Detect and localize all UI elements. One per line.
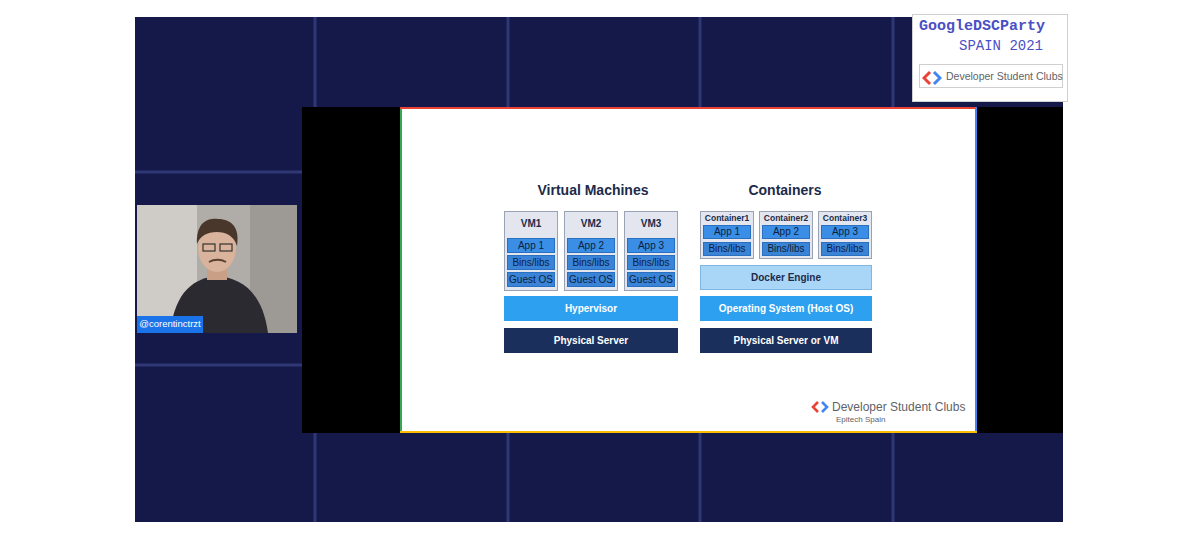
hypervisor-layer: Hypervisor xyxy=(504,296,678,321)
dsc-logo-icon xyxy=(810,400,830,414)
layer-label: Physical Server or VM xyxy=(733,335,838,347)
container-box: Container2App 2 Bins/libs xyxy=(759,211,813,259)
vm-box: VM2App 2 Bins/libsGuest OS xyxy=(564,211,618,291)
vm-box: VM1App 1 Bins/libsGuest OS xyxy=(504,211,558,291)
layer-label: Guest OS xyxy=(569,274,613,286)
app-layer: App 1 xyxy=(703,225,751,239)
layer-label: Docker Engine xyxy=(751,272,821,284)
app-layer: App 1 xyxy=(507,238,555,253)
event-logo-box: GoogleDSCPartySPAIN 2021Developer Studen… xyxy=(912,14,1068,102)
container-name: Container1 xyxy=(705,214,749,224)
layer-label: Bins/libs xyxy=(512,257,549,269)
slide xyxy=(400,107,977,433)
layer-label: Physical Server xyxy=(554,335,629,347)
container-box: Container3App 3 Bins/libs xyxy=(818,211,872,259)
layer-label: Guest OS xyxy=(509,274,553,286)
libs-layer: Bins/libs xyxy=(703,242,751,256)
participant-name-tag: @corentinctrzt xyxy=(137,316,203,333)
layer-label: Bins/libs xyxy=(572,257,609,269)
slide-border xyxy=(400,107,977,109)
slide-border xyxy=(400,107,402,433)
section-heading: Containers xyxy=(748,182,821,198)
layer-label: Bins/libs xyxy=(632,257,669,269)
event-title: GoogleDSCParty xyxy=(919,18,1045,35)
vm-name: VM3 xyxy=(641,218,662,230)
layer-label: App 2 xyxy=(773,226,799,238)
layer-label: App 1 xyxy=(518,240,544,252)
libs-layer: Bins/libs xyxy=(627,255,675,270)
logo-chevron xyxy=(813,402,818,412)
layer-label: App 3 xyxy=(638,240,664,252)
hardware-layer: Physical Server or VM xyxy=(700,328,872,353)
vm-name: VM1 xyxy=(521,218,542,230)
club-name: Developer Student Clubs xyxy=(919,64,1063,88)
layer-label: App 1 xyxy=(714,226,740,238)
layer-label: Guest OS xyxy=(629,274,673,286)
hypervisor-layer: Operating System (Host OS) xyxy=(700,296,872,321)
event-subtitle: SPAIN 2021 xyxy=(959,38,1043,54)
container-name: Container3 xyxy=(823,214,867,224)
engine-layer: Docker Engine xyxy=(700,265,872,290)
layer-label: App 2 xyxy=(578,240,604,252)
slide-border xyxy=(975,107,977,433)
layer-label: Bins/libs xyxy=(767,243,804,255)
hardware-layer: Physical Server xyxy=(504,328,678,353)
webcam-image xyxy=(137,205,297,333)
layer-label: App 3 xyxy=(832,226,858,238)
screen-share-area xyxy=(302,107,1063,433)
vm-name: VM2 xyxy=(581,218,602,230)
app-layer: App 3 xyxy=(627,238,675,253)
app-layer: App 3 xyxy=(821,225,869,239)
layer-label: Operating System (Host OS) xyxy=(719,303,853,315)
guest-os-layer: Guest OS xyxy=(627,272,675,287)
libs-layer: Bins/libs xyxy=(567,255,615,270)
vm-box: VM3App 3 Bins/libsGuest OS xyxy=(624,211,678,291)
slide-border xyxy=(400,431,977,433)
layer-label: Hypervisor xyxy=(565,303,617,315)
guest-os-layer: Guest OS xyxy=(567,272,615,287)
app-layer: App 2 xyxy=(567,238,615,253)
chapter-name: Epitech Spain xyxy=(836,415,885,424)
container-box: Container1App 1 Bins/libs xyxy=(700,211,754,259)
libs-layer: Bins/libs xyxy=(762,242,810,256)
section-heading: Virtual Machines xyxy=(537,182,648,198)
libs-layer: Bins/libs xyxy=(821,242,869,256)
app-layer: App 2 xyxy=(762,225,810,239)
logo-chevron xyxy=(822,402,827,412)
layer-label: Bins/libs xyxy=(826,243,863,255)
layer-label: Bins/libs xyxy=(708,243,745,255)
dsc-logo-icon xyxy=(922,70,942,86)
guest-os-layer: Guest OS xyxy=(507,272,555,287)
container-name: Container2 xyxy=(764,214,808,224)
libs-layer: Bins/libs xyxy=(507,255,555,270)
club-name: Developer Student Clubs xyxy=(832,400,965,414)
participant-name: @corentinctrzt xyxy=(139,319,200,330)
